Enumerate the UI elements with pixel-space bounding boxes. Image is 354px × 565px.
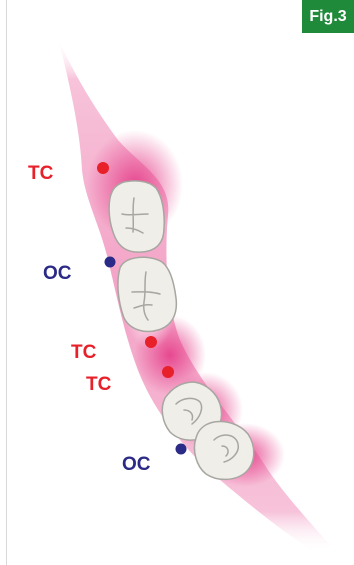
tooth-1 xyxy=(109,181,164,252)
tc-marker-1 xyxy=(97,162,109,174)
oc-label-1: OC xyxy=(43,264,72,283)
oc-marker-1 xyxy=(105,257,116,268)
tc-label-1: TC xyxy=(28,164,53,183)
tc-marker-3 xyxy=(162,366,174,378)
oc-label-2: OC xyxy=(122,455,151,474)
tooth-2 xyxy=(118,257,176,331)
tooth-4 xyxy=(194,422,253,480)
figure-number-badge: Fig.3 xyxy=(302,0,354,33)
tc-label-2: TC xyxy=(71,343,96,362)
tc-label-3: TC xyxy=(86,375,111,394)
tc-marker-2 xyxy=(145,336,157,348)
oc-marker-2 xyxy=(176,444,187,455)
tissue-band xyxy=(58,38,330,553)
